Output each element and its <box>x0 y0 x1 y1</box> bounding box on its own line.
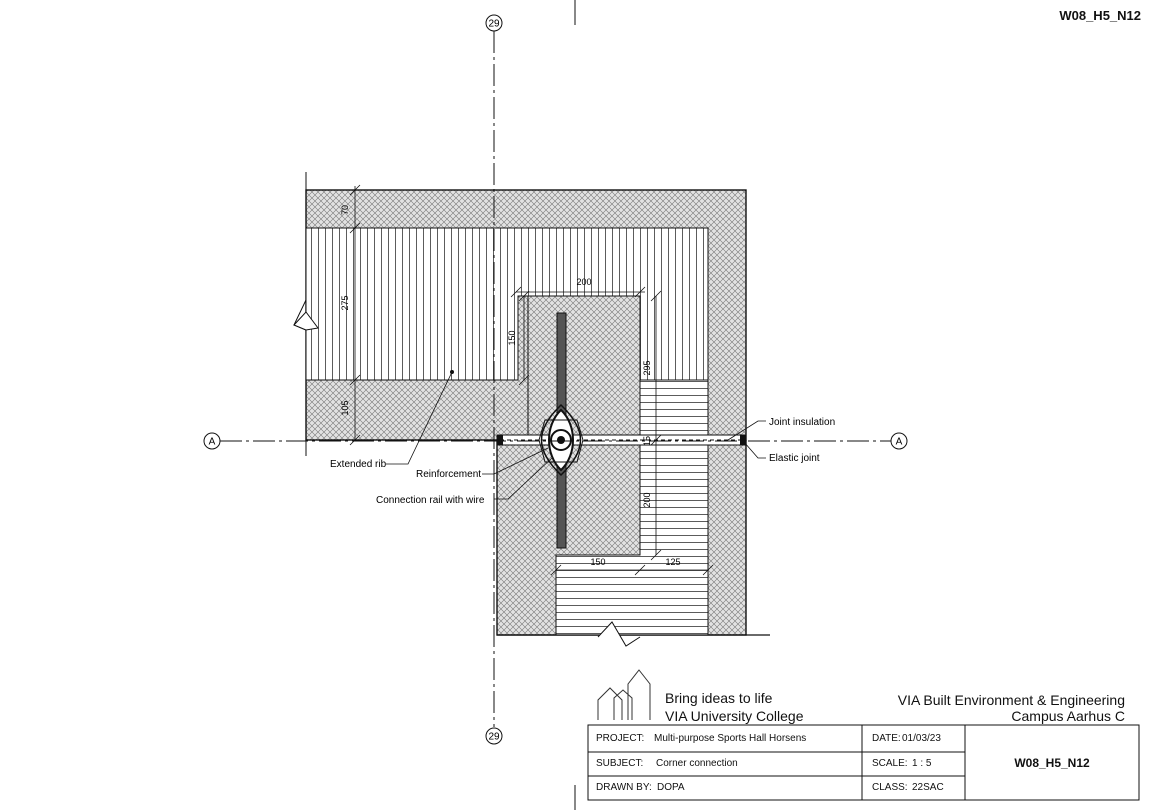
dim-15: 15 <box>642 436 652 446</box>
callout-elastic-joint: Elastic joint <box>769 453 820 464</box>
sheet-code: W08_H5_N12 <box>1059 8 1141 23</box>
dim-150-bottom: 150 <box>590 557 605 567</box>
tb-drawn-value: DOPA <box>657 782 685 793</box>
tb-project-value: Multi-purpose Sports Hall Horsens <box>654 733 807 744</box>
dim-105: 105 <box>340 400 350 415</box>
grid-label-A-left: A <box>209 437 216 448</box>
tb-date-label: DATE: <box>872 733 901 744</box>
tb-class-label: CLASS: <box>872 782 908 793</box>
joint-band <box>496 434 747 446</box>
leader-lines <box>386 371 766 500</box>
dim-70: 70 <box>340 205 350 215</box>
org-faculty: VIA Built Environment & Engineering <box>897 692 1125 708</box>
callout-connection-rail: Connection rail with wire <box>376 495 485 506</box>
connection-rail <box>538 312 584 549</box>
dimension-lines <box>349 184 714 576</box>
dim-125: 125 <box>665 557 680 567</box>
tb-class-value: 22SAC <box>912 782 944 793</box>
dim-200-vert: 200 <box>642 492 652 507</box>
dim-200-top: 200 <box>576 277 591 287</box>
tb-drawing-number: W08_H5_N12 <box>1014 756 1090 770</box>
dim-150-vert: 150 <box>507 330 517 345</box>
tb-subject-value: Corner connection <box>656 758 738 769</box>
tb-subject-label: SUBJECT: <box>596 758 644 769</box>
tb-date-value: 01/03/23 <box>902 733 941 744</box>
grid-label-29-top: 29 <box>488 19 500 30</box>
callout-extended-rib: Extended rib <box>330 459 387 470</box>
brand-college: VIA University College <box>665 708 804 724</box>
grid-line-A <box>203 432 908 450</box>
via-logo <box>597 669 651 720</box>
title-block-frame <box>587 724 1140 801</box>
dim-275: 275 <box>340 295 350 310</box>
grid-label-A-right: A <box>896 437 903 448</box>
dim-295: 295 <box>642 360 652 375</box>
lower-element <box>496 379 770 647</box>
tb-drawn-label: DRAWN BY: <box>596 782 652 793</box>
org-campus: Campus Aarhus C <box>1011 708 1125 724</box>
org-block: VIA Built Environment & Engineering Camp… <box>898 692 1125 724</box>
brand-block: Bring ideas to life VIA University Colle… <box>665 689 804 725</box>
tb-scale-label: SCALE: <box>872 758 908 769</box>
grid-label-29-bottom: 29 <box>488 732 500 743</box>
tb-scale-value: 1 : 5 <box>912 758 932 769</box>
callout-joint-insulation: Joint insulation <box>769 417 835 428</box>
upper-element <box>305 189 747 441</box>
callout-reinforcement: Reinforcement <box>416 469 481 480</box>
grid-line-29 <box>485 14 503 745</box>
tb-project-label: PROJECT: <box>596 733 645 744</box>
brand-slogan: Bring ideas to life <box>665 690 773 706</box>
